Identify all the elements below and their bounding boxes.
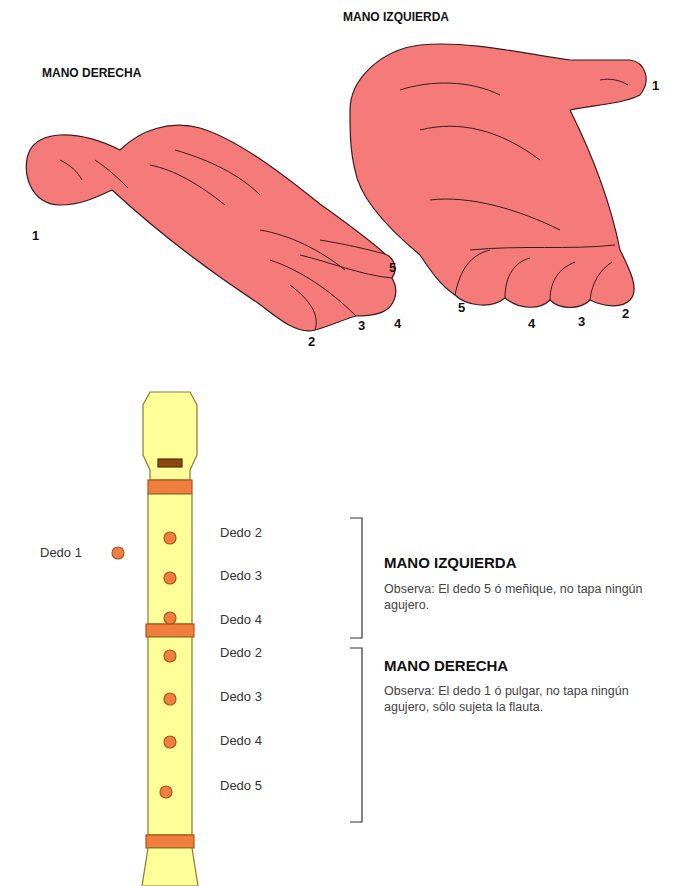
finger-number: 5 — [389, 260, 396, 276]
finger-label: Dedo 4 — [220, 612, 262, 628]
finger-number: 2 — [622, 306, 629, 322]
finger-label: Dedo 2 — [220, 645, 262, 661]
left-hand — [350, 44, 646, 308]
finger-label: Dedo 3 — [220, 689, 262, 705]
hand-title: MANO IZQUIERDA — [343, 10, 449, 24]
recorder — [112, 392, 198, 886]
finger-label: Dedo 2 — [220, 525, 262, 541]
finger-number: 4 — [394, 316, 401, 332]
finger-number: 1 — [652, 78, 659, 94]
right-hand — [26, 125, 396, 331]
note-text: Observa: El dedo 1 ó pulgar, no tapa nin… — [384, 684, 664, 715]
finger-label: Dedo 4 — [220, 733, 262, 749]
finger-label: Dedo 1 — [40, 545, 82, 561]
bracket — [350, 518, 362, 822]
hand-heading: MANO DERECHA — [384, 657, 508, 675]
finger-number: 4 — [528, 316, 535, 332]
finger-number: 1 — [32, 228, 39, 244]
finger-label: Dedo 5 — [220, 778, 262, 794]
finger-label: Dedo 3 — [220, 568, 262, 584]
note-text: Observa: El dedo 5 ó meñique, no tapa ni… — [384, 582, 654, 613]
finger-number: 5 — [458, 300, 465, 316]
hand-title: MANO DERECHA — [42, 66, 141, 80]
finger-number: 3 — [578, 314, 585, 330]
finger-number: 3 — [358, 318, 365, 334]
hand-heading: MANO IZQUIERDA — [384, 554, 517, 572]
finger-number: 2 — [308, 334, 315, 350]
